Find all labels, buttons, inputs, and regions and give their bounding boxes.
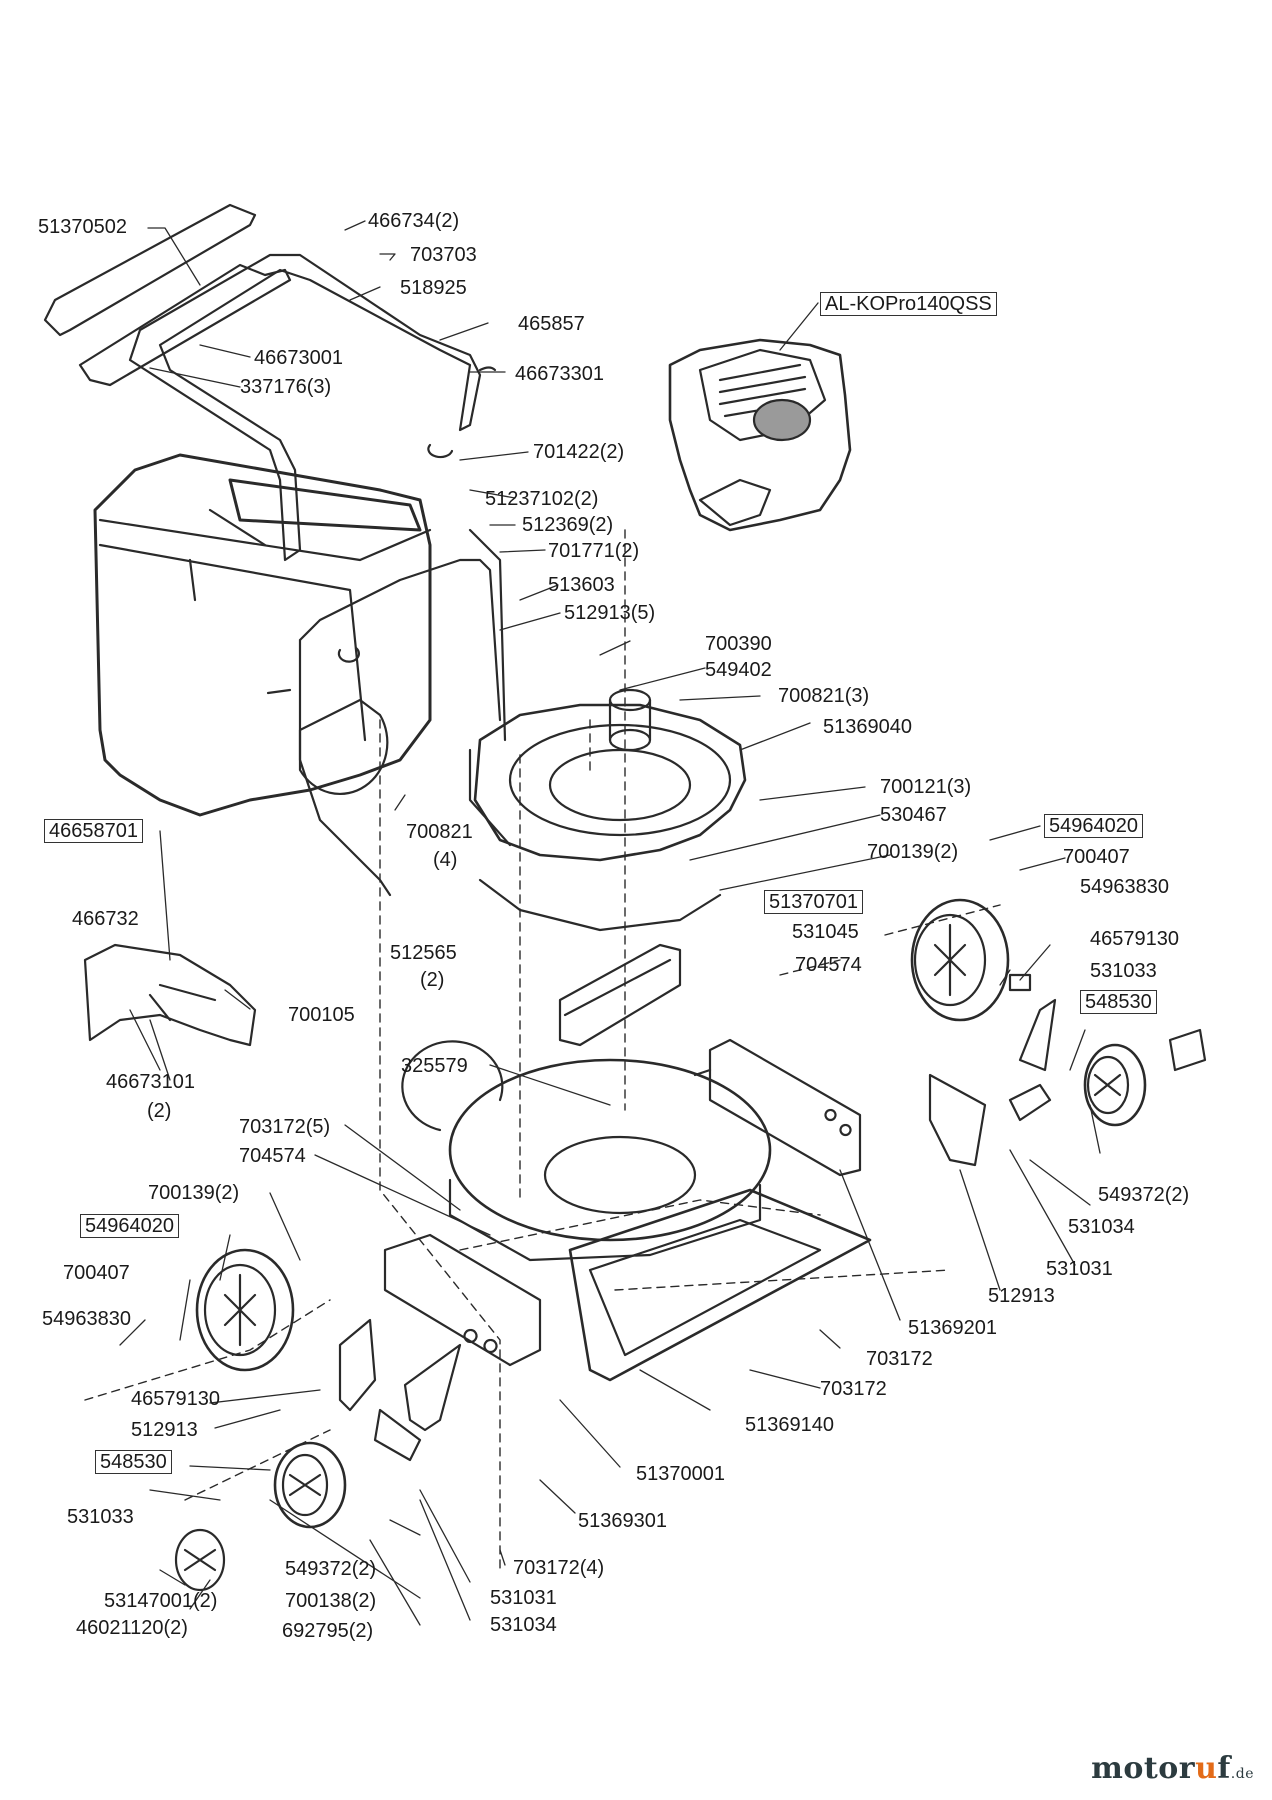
part-label-46673001: 46673001 xyxy=(254,347,343,369)
left-bracket-drawing xyxy=(383,1233,542,1367)
left-small-wheel-drawing xyxy=(174,1441,347,1592)
part-label-531033-right: 531033 xyxy=(1090,960,1157,982)
bag-frame-drawing xyxy=(266,528,507,897)
part-label-513603: 513603 xyxy=(548,574,615,596)
deflector-drawing xyxy=(558,943,682,1047)
part-label-54963830-left: 54963830 xyxy=(42,1308,131,1330)
part-label-51369140: 51369140 xyxy=(745,1414,834,1436)
part-label-53147001: 53147001(2) xyxy=(104,1590,218,1612)
part-label-51369040: 51369040 xyxy=(823,716,912,738)
part-label-518925: 518925 xyxy=(400,277,467,299)
part-label-700139-left: 700139(2) xyxy=(148,1182,240,1204)
part-label-531034-right: 531034 xyxy=(1068,1216,1135,1238)
part-label-512913-left: 512913 xyxy=(131,1419,198,1441)
part-label-700121: 700121(3) xyxy=(880,776,972,798)
part-label-512913-right: 512913 xyxy=(988,1285,1055,1307)
right-wheel-drawing xyxy=(910,898,1032,1022)
part-label-512565: 512565 xyxy=(390,942,457,964)
part-label-549372-right: 549372(2) xyxy=(1098,1184,1190,1206)
part-label-704574-upper: 704574 xyxy=(795,954,862,976)
part-label-549402: 549402 xyxy=(705,659,772,681)
part-label-51369301: 51369301 xyxy=(578,1510,667,1532)
part-label-548530-left: 548530 xyxy=(95,1450,172,1474)
part-label-703172-5: 703172(5) xyxy=(239,1116,331,1138)
part-label-700821-qty: (4) xyxy=(433,849,458,871)
part-label-465857: 465857 xyxy=(518,313,585,335)
part-label-700821-3: 700821(3) xyxy=(778,685,870,707)
part-label-51369201: 51369201 xyxy=(908,1317,997,1339)
part-label-325579: 325579 xyxy=(401,1055,468,1077)
lower-housing-drawing xyxy=(401,1040,772,1262)
engine-model-label: AL-KOPro140QSS xyxy=(820,292,997,316)
part-label-703172-b: 703172 xyxy=(820,1378,887,1400)
part-label-692795: 692795(2) xyxy=(282,1620,374,1642)
part-label-531045: 531045 xyxy=(792,921,859,943)
part-label-51370502: 51370502 xyxy=(38,216,127,238)
right-small-wheel-drawing xyxy=(1083,1028,1207,1127)
part-label-548530-right: 548530 xyxy=(1080,990,1157,1014)
part-label-704574-lower: 704574 xyxy=(239,1145,306,1167)
part-label-512369: 512369(2) xyxy=(522,514,614,536)
part-label-512913-5: 512913(5) xyxy=(564,602,656,624)
part-label-512565-qty: (2) xyxy=(420,969,445,991)
part-label-531034-left: 531034 xyxy=(490,1614,557,1636)
part-label-531033-left: 531033 xyxy=(67,1506,134,1528)
part-label-51370701: 51370701 xyxy=(764,890,863,914)
part-label-51237102: 51237102(2) xyxy=(485,488,599,510)
part-label-46021120: 46021120(2) xyxy=(76,1617,188,1639)
part-label-700105: 700105 xyxy=(288,1004,355,1026)
right-bracket-drawing xyxy=(693,1038,862,1177)
assembly-lines xyxy=(84,529,1001,1571)
leader-lines xyxy=(119,220,1101,1626)
part-label-54964020-left: 54964020 xyxy=(80,1214,179,1238)
part-label-703172-4: 703172(4) xyxy=(513,1557,605,1579)
part-label-700390: 700390 xyxy=(705,633,772,655)
part-label-700407-right: 700407 xyxy=(1063,846,1130,868)
part-label-531031-left: 531031 xyxy=(490,1587,557,1609)
left-adjuster-drawing xyxy=(338,1318,462,1462)
right-adjuster-drawing xyxy=(928,998,1057,1167)
part-label-700407-left: 700407 xyxy=(63,1262,130,1284)
part-label-703172-a: 703172 xyxy=(866,1348,933,1370)
part-label-531031-right: 531031 xyxy=(1046,1258,1113,1280)
part-label-530467: 530467 xyxy=(880,804,947,826)
part-label-46658701: 46658701 xyxy=(44,819,143,843)
part-label-46673101-qty: (2) xyxy=(147,1100,172,1122)
discharge-chute-drawing xyxy=(568,1188,872,1382)
part-label-701771: 701771(2) xyxy=(548,540,640,562)
part-label-46673301: 46673301 xyxy=(515,363,604,385)
part-label-700139-right: 700139(2) xyxy=(867,841,959,863)
part-label-46579130-left: 46579130 xyxy=(131,1388,220,1410)
part-label-701422: 701422(2) xyxy=(533,441,625,463)
part-label-700821-4: 700821 xyxy=(406,821,473,843)
engine-drawing xyxy=(668,338,852,532)
impeller-housing-drawing xyxy=(468,688,747,932)
part-label-46579130-right: 46579130 xyxy=(1090,928,1179,950)
part-label-46673101: 46673101 xyxy=(106,1071,195,1093)
part-label-51370001: 51370001 xyxy=(636,1463,725,1485)
part-label-700138: 700138(2) xyxy=(285,1590,377,1612)
grass-bag-drawing xyxy=(93,453,432,817)
part-label-549372-left: 549372(2) xyxy=(285,1558,377,1580)
part-label-466734: 466734(2) xyxy=(368,210,460,232)
motoruf-watermark: motoruf.de xyxy=(1091,1751,1254,1786)
part-label-54963830-right: 54963830 xyxy=(1080,876,1169,898)
left-wheel-drawing xyxy=(195,1248,295,1372)
part-label-337176: 337176(3) xyxy=(240,376,332,398)
part-label-466732: 466732 xyxy=(72,908,139,930)
part-label-54964020-right: 54964020 xyxy=(1044,814,1143,838)
part-label-703703: 703703 xyxy=(410,244,477,266)
